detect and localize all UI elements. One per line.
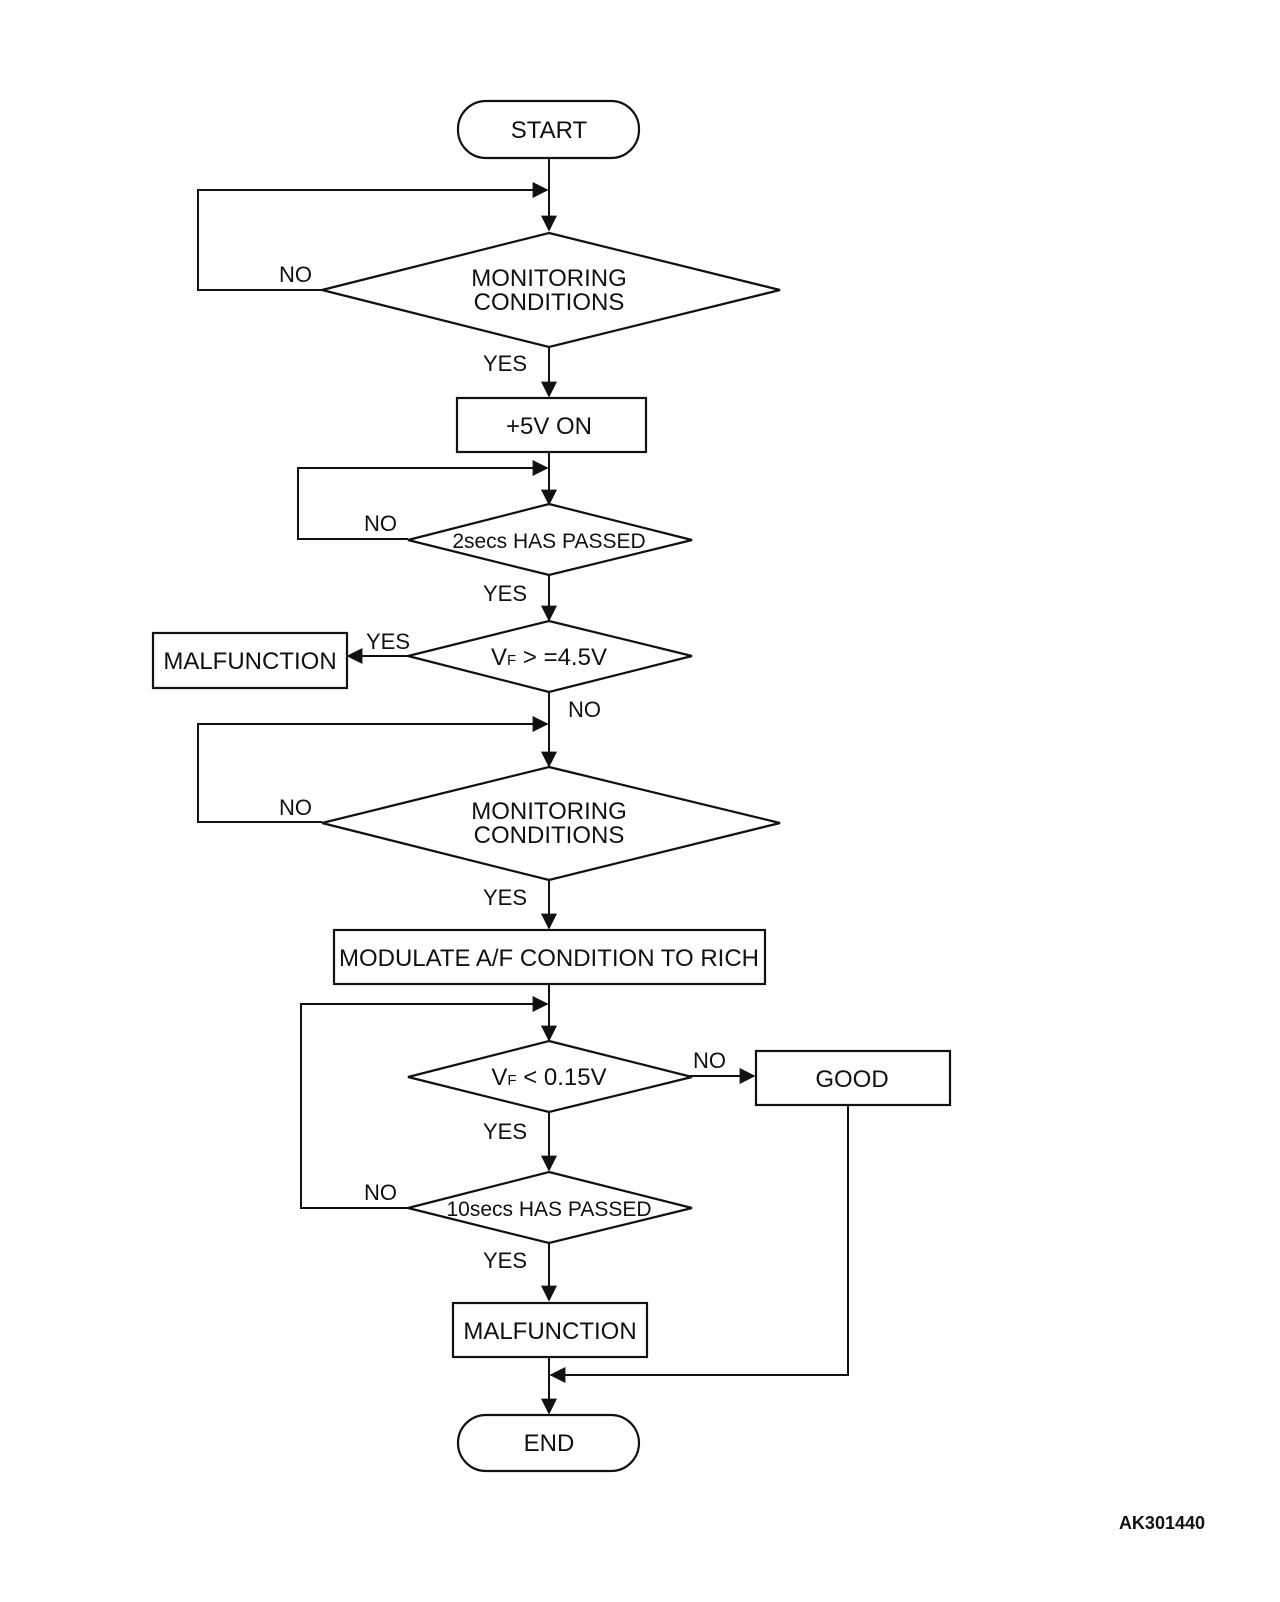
node-vf-check-low: VF < 0.15V <box>407 1039 693 1114</box>
branch-labels: NO YES NO YES YES NO NO YES NO YES NO YE… <box>279 262 726 1273</box>
node-vf-check-high: VF > =4.5V <box>407 619 693 694</box>
node-wait-10s: 10secs HAS PASSED <box>407 1170 693 1245</box>
node-start: START <box>456 99 641 160</box>
loop-no-wait-10s <box>300 996 549 1209</box>
node-plus5v-on: +5V ON <box>455 396 648 454</box>
connectors <box>197 158 849 1415</box>
node-good: GOOD <box>754 1049 952 1107</box>
node-malfunction-1-label: MALFUNCTION <box>163 648 336 675</box>
node-monitoring-2-line-2: CONDITIONS <box>474 822 625 849</box>
label-no-vf-high: NO <box>568 697 601 722</box>
node-monitoring-1-line-1: MONITORING <box>471 265 627 292</box>
label-no-monitoring-2: NO <box>279 795 312 820</box>
figure-code: AK301440 <box>1119 1513 1205 1533</box>
node-vf-check-low-label: VF < 0.15V <box>491 1064 606 1091</box>
node-plus5v-on-label: +5V ON <box>506 413 592 440</box>
node-modulate-label: MODULATE A/F CONDITION TO RICH <box>339 945 759 972</box>
node-monitoring-2-line-1: MONITORING <box>471 798 627 825</box>
label-no-monitoring-1: NO <box>279 262 312 287</box>
connector-good-to-end <box>549 1105 849 1383</box>
label-no-wait-10s: NO <box>364 1180 397 1205</box>
node-good-label: GOOD <box>815 1066 888 1093</box>
node-end: END <box>456 1413 641 1473</box>
label-yes-vf-high: YES <box>366 629 410 654</box>
node-wait-10s-label: 10secs HAS PASSED <box>446 1198 651 1221</box>
node-wait-2s-label: 2secs HAS PASSED <box>452 530 645 553</box>
label-no-vf-low: NO <box>693 1048 726 1073</box>
vf-subscript: F <box>507 652 516 669</box>
vf-condition: > =4.5V <box>516 644 607 671</box>
label-yes-wait-10s: YES <box>483 1248 527 1273</box>
label-yes-wait-2s: YES <box>483 581 527 606</box>
loop-no-monitoring-1 <box>197 182 549 291</box>
label-yes-monitoring-2: YES <box>483 885 527 910</box>
node-modulate: MODULATE A/F CONDITION TO RICH <box>332 928 767 986</box>
vf-subscript: F <box>507 1072 516 1089</box>
node-malfunction-1: MALFUNCTION <box>151 631 349 690</box>
vf-symbol: V <box>491 644 507 671</box>
label-yes-monitoring-1: YES <box>483 351 527 376</box>
node-malfunction-2-label: MALFUNCTION <box>463 1318 636 1345</box>
node-monitoring-1: MONITORING CONDITIONS <box>321 231 781 349</box>
label-yes-vf-low: YES <box>483 1119 527 1144</box>
label-no-wait-2s: NO <box>364 511 397 536</box>
node-malfunction-2: MALFUNCTION <box>451 1301 649 1359</box>
node-end-label: END <box>524 1430 575 1457</box>
node-wait-2s: 2secs HAS PASSED <box>407 502 693 577</box>
node-start-label: START <box>511 117 588 144</box>
vf-symbol: V <box>491 1064 507 1091</box>
node-vf-check-high-label: VF > =4.5V <box>491 644 607 671</box>
loop-no-monitoring-2 <box>197 716 549 823</box>
loop-no-wait-2s <box>297 460 549 540</box>
node-monitoring-2: MONITORING CONDITIONS <box>321 765 781 882</box>
node-monitoring-1-line-2: CONDITIONS <box>474 289 625 316</box>
vf-condition: < 0.15V <box>517 1064 607 1091</box>
